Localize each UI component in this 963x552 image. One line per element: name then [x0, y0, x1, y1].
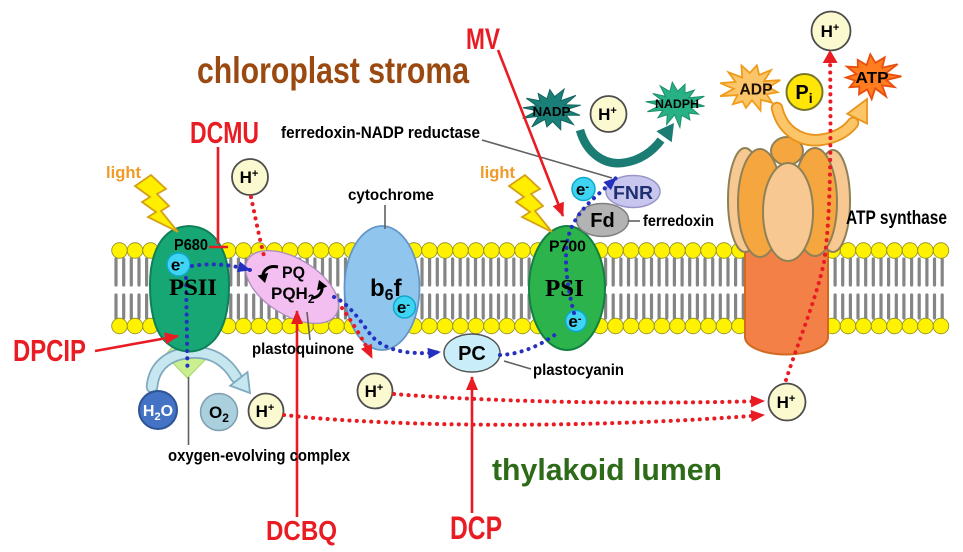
- svg-text:light: light: [480, 163, 515, 182]
- svg-text:DCP: DCP: [450, 510, 502, 546]
- svg-text:thylakoid lumen: thylakoid lumen: [492, 452, 722, 487]
- svg-text:ATP: ATP: [856, 70, 889, 87]
- svg-text:PQ: PQ: [282, 263, 305, 282]
- svg-text:H2O: H2O: [143, 403, 173, 423]
- svg-text:P680: P680: [174, 237, 208, 254]
- svg-text:DCMU: DCMU: [190, 115, 259, 150]
- svg-text:PC: PC: [458, 343, 486, 365]
- svg-text:light: light: [106, 163, 141, 182]
- svg-text:PQH2: PQH2: [271, 284, 315, 306]
- svg-text:DCBQ: DCBQ: [266, 515, 337, 546]
- svg-text:plastocyanin: plastocyanin: [533, 362, 624, 379]
- svg-text:MV: MV: [466, 23, 500, 56]
- svg-text:PSII: PSII: [169, 275, 217, 300]
- svg-text:ferredoxin-NADP reductase: ferredoxin-NADP reductase: [281, 123, 480, 142]
- svg-text:DPCIP: DPCIP: [13, 333, 86, 368]
- svg-text:NADPH: NADPH: [655, 97, 699, 111]
- svg-text:plastoquinone: plastoquinone: [252, 341, 354, 358]
- svg-text:ADP: ADP: [740, 82, 773, 99]
- svg-text:cytochrome: cytochrome: [348, 187, 434, 204]
- svg-text:FNR: FNR: [613, 183, 653, 203]
- svg-text:ATP synthase: ATP synthase: [846, 208, 947, 229]
- svg-text:chloroplast stroma: chloroplast stroma: [197, 50, 469, 91]
- svg-text:Fd: Fd: [590, 210, 614, 232]
- svg-text:NADP: NADP: [533, 105, 571, 119]
- svg-text:Pi: Pi: [795, 82, 812, 106]
- svg-text:oxygen-evolving complex: oxygen-evolving complex: [168, 447, 351, 465]
- svg-text:ferredoxin: ferredoxin: [643, 213, 714, 230]
- svg-text:P700: P700: [549, 239, 586, 256]
- svg-text:PSI: PSI: [545, 276, 584, 302]
